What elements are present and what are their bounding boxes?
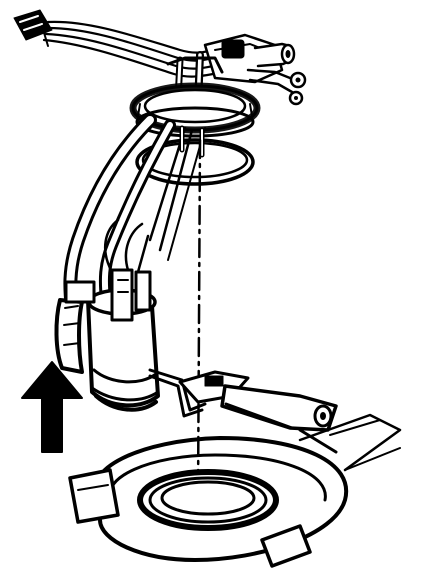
tank-opening [68,428,349,568]
module-head [166,33,307,109]
electrical-connector [13,9,53,41]
fuel-level-sender [148,368,338,432]
module-flange [129,82,261,138]
o-ring-seal [135,138,255,186]
up-arrow-icon [21,361,83,453]
alignment-centerline [196,138,202,502]
fuel-tank-surface [298,413,402,472]
fuel-pump-assembly [54,218,160,412]
